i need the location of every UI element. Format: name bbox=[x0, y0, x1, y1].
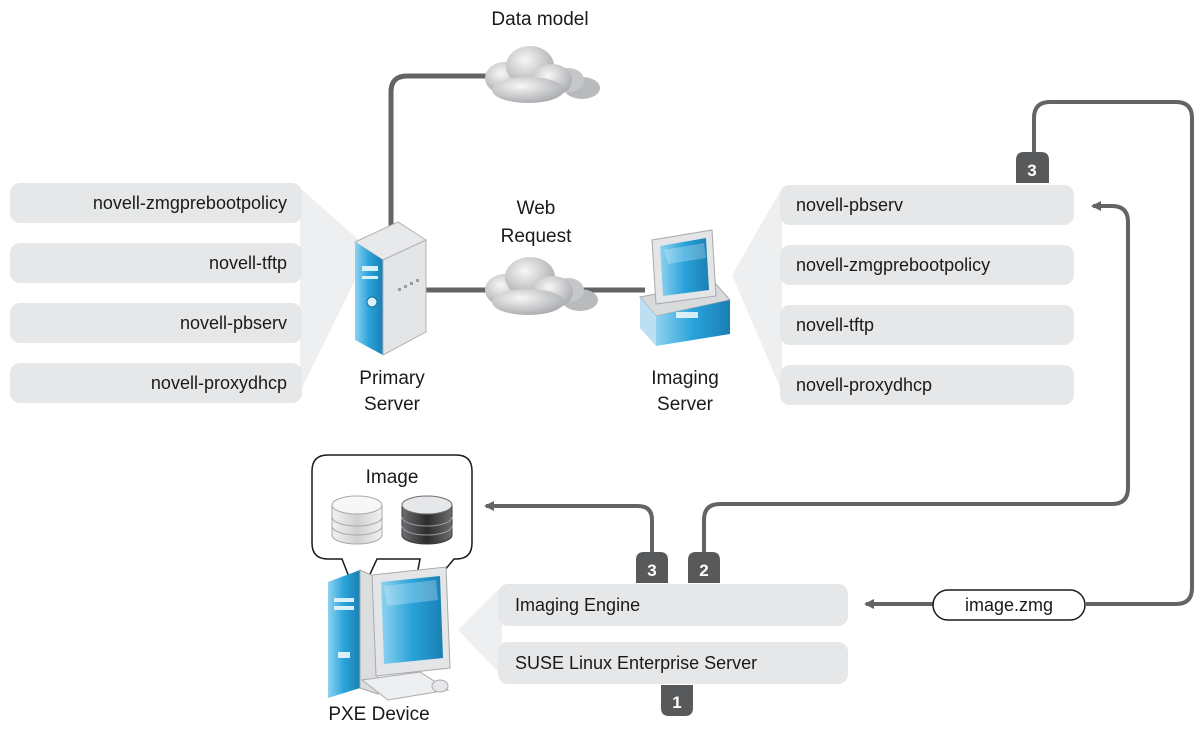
imaging-service-pill bbox=[780, 185, 1074, 225]
step3-image-restore-path bbox=[484, 501, 654, 552]
imaging-service-label: novell-proxydhcp bbox=[796, 375, 932, 395]
imaging-service-label: novell-pbserv bbox=[796, 195, 903, 215]
pxe-callout-pointer bbox=[458, 586, 502, 676]
pxe-stack: Imaging Engine SUSE Linux Enterprise Ser… bbox=[458, 584, 848, 684]
imaging-server-icon bbox=[639, 229, 731, 346]
primary-server-label: Primary bbox=[359, 368, 425, 389]
primary-callout-pointer bbox=[300, 188, 370, 392]
primary-service-list: novell-zmgprebootpolicy novell-tftp nove… bbox=[10, 183, 370, 403]
web-request-cloud-icon bbox=[485, 257, 598, 315]
imaging-service-pill bbox=[780, 365, 1074, 405]
primary-service-pill bbox=[10, 183, 302, 223]
imaging-service-label: novell-tftp bbox=[796, 315, 874, 335]
imaging-service-pill bbox=[780, 305, 1074, 345]
imaging-server-label: Imaging bbox=[651, 368, 719, 389]
imaging-server-label: Server bbox=[657, 394, 714, 415]
data-model-label: Data model bbox=[491, 9, 588, 30]
primary-service-label: novell-zmgprebootpolicy bbox=[93, 193, 287, 213]
web-request-label: Web bbox=[517, 198, 556, 219]
imaging-engine-pill bbox=[498, 584, 848, 626]
pxe-device-icon bbox=[328, 566, 451, 701]
imaging-service-label: novell-zmgprebootpolicy bbox=[796, 255, 990, 275]
imaging-engine-label: Imaging Engine bbox=[515, 595, 640, 615]
pxe-device-label: PXE Device bbox=[328, 704, 429, 725]
connectors bbox=[388, 73, 1194, 609]
svg-text:3: 3 bbox=[647, 561, 656, 580]
svg-text:2: 2 bbox=[699, 561, 708, 580]
image-file-label: image.zmg bbox=[965, 595, 1053, 615]
step-3-badge: 3 bbox=[636, 552, 668, 583]
primary-service-label: novell-pbserv bbox=[180, 313, 287, 333]
primary-service-pill bbox=[10, 363, 302, 403]
disk-icon bbox=[331, 495, 383, 545]
step2-request-path bbox=[702, 201, 1130, 552]
imaging-callout-pointer bbox=[732, 188, 782, 392]
step-3-badge: 3 bbox=[1016, 152, 1049, 183]
step-2-badge: 2 bbox=[688, 552, 720, 583]
primary-service-label: novell-tftp bbox=[209, 253, 287, 273]
primary-service-pill bbox=[10, 303, 302, 343]
step3-return-path bbox=[1032, 100, 1194, 606]
suse-pill bbox=[498, 642, 848, 684]
web-request-label: Request bbox=[501, 226, 572, 247]
data-model-cloud-icon bbox=[485, 46, 600, 103]
suse-label: SUSE Linux Enterprise Server bbox=[515, 653, 757, 673]
disk-icon bbox=[401, 495, 453, 545]
image-file-pill: image.zmg bbox=[932, 589, 1086, 621]
step-1-badge: 1 bbox=[661, 685, 693, 716]
svg-text:1: 1 bbox=[672, 693, 681, 712]
imaging-service-pill bbox=[780, 245, 1074, 285]
svg-text:3: 3 bbox=[1027, 161, 1036, 180]
image-label: Image bbox=[366, 467, 419, 488]
primary-server-label: Server bbox=[364, 394, 421, 415]
primary-service-label: novell-proxydhcp bbox=[151, 373, 287, 393]
primary-service-pill bbox=[10, 243, 302, 283]
primary-to-data-model-line bbox=[388, 73, 500, 232]
imaging-service-list: novell-pbserv novell-zmgprebootpolicy no… bbox=[732, 185, 1074, 405]
primary-server-icon bbox=[353, 221, 428, 356]
